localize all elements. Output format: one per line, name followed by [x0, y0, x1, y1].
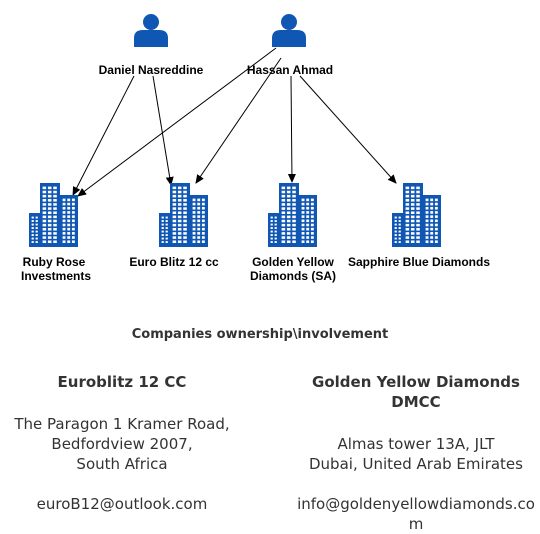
- card-email-link[interactable]: info@goldenyellowdiamonds.com: [297, 495, 535, 533]
- company-node-golden-yellow[interactable]: Golden Yellow Diamonds (SA): [250, 183, 336, 283]
- edge-daniel-euro-blitz: [152, 75, 174, 186]
- card-address-line: South Africa: [76, 455, 168, 473]
- diagram-caption: Companies ownership\involvement: [131, 327, 389, 342]
- person-label: Daniel Nasreddine: [99, 63, 204, 77]
- person-node-hassan[interactable]: Hassan Ahmad: [247, 14, 333, 77]
- card-email-link[interactable]: euroB12@outlook.com: [36, 495, 208, 513]
- edge-hassan-euro-blitz: [195, 57, 282, 184]
- person-label: Hassan Ahmad: [247, 63, 333, 77]
- company-node-sapphire-blue[interactable]: Sapphire Blue Diamonds: [348, 183, 490, 269]
- card-address-line: Bedfordview 2007,: [51, 435, 193, 453]
- company-label-line-1: Euro Blitz 12 cc: [129, 255, 219, 269]
- company-card-golden-yellow: Golden Yellow Diamonds DMCC Almas tower …: [296, 372, 536, 534]
- card-title: Golden Yellow Diamonds DMCC: [312, 373, 520, 411]
- company-label-line-2: Diamonds (SA): [250, 269, 336, 283]
- company-label-line-1: Sapphire Blue Diamonds: [348, 255, 490, 269]
- company-node-ruby-rose[interactable]: Ruby Rose Investments: [21, 183, 91, 283]
- person-node-daniel[interactable]: Daniel Nasreddine: [99, 14, 204, 77]
- card-address-line: Almas tower 13A, JLT: [337, 435, 495, 453]
- person-icon: [134, 14, 168, 47]
- ownership-diagram: Daniel Nasreddine Hassan Ahmad Ruby Rose…: [21, 14, 490, 283]
- company-card-euroblitz: Euroblitz 12 CC The Paragon 1 Kramer Roa…: [4, 372, 240, 514]
- edge-hassan-ruby-rose: [77, 47, 277, 197]
- office-building-icon: [29, 183, 78, 247]
- company-node-euro-blitz[interactable]: Euro Blitz 12 cc: [129, 183, 219, 269]
- company-label-line-1: Golden Yellow: [252, 255, 334, 269]
- person-icon: [272, 14, 306, 47]
- card-address-line: Dubai, United Arab Emirates: [309, 455, 523, 473]
- company-label-line-2: Investments: [21, 269, 91, 283]
- office-building-icon: [268, 183, 317, 247]
- edge-hassan-sapphire-blue: [299, 75, 397, 184]
- card-title: Euroblitz 12 CC: [57, 373, 187, 391]
- company-label-line-1: Ruby Rose: [23, 255, 86, 269]
- card-address-line: The Paragon 1 Kramer Road,: [14, 415, 230, 433]
- edges-layer: [72, 47, 397, 197]
- office-building-icon: [159, 183, 208, 247]
- office-building-icon: [392, 183, 441, 247]
- edge-hassan-golden-yellow: [287, 75, 296, 183]
- edge-daniel-ruby-rose: [72, 75, 135, 196]
